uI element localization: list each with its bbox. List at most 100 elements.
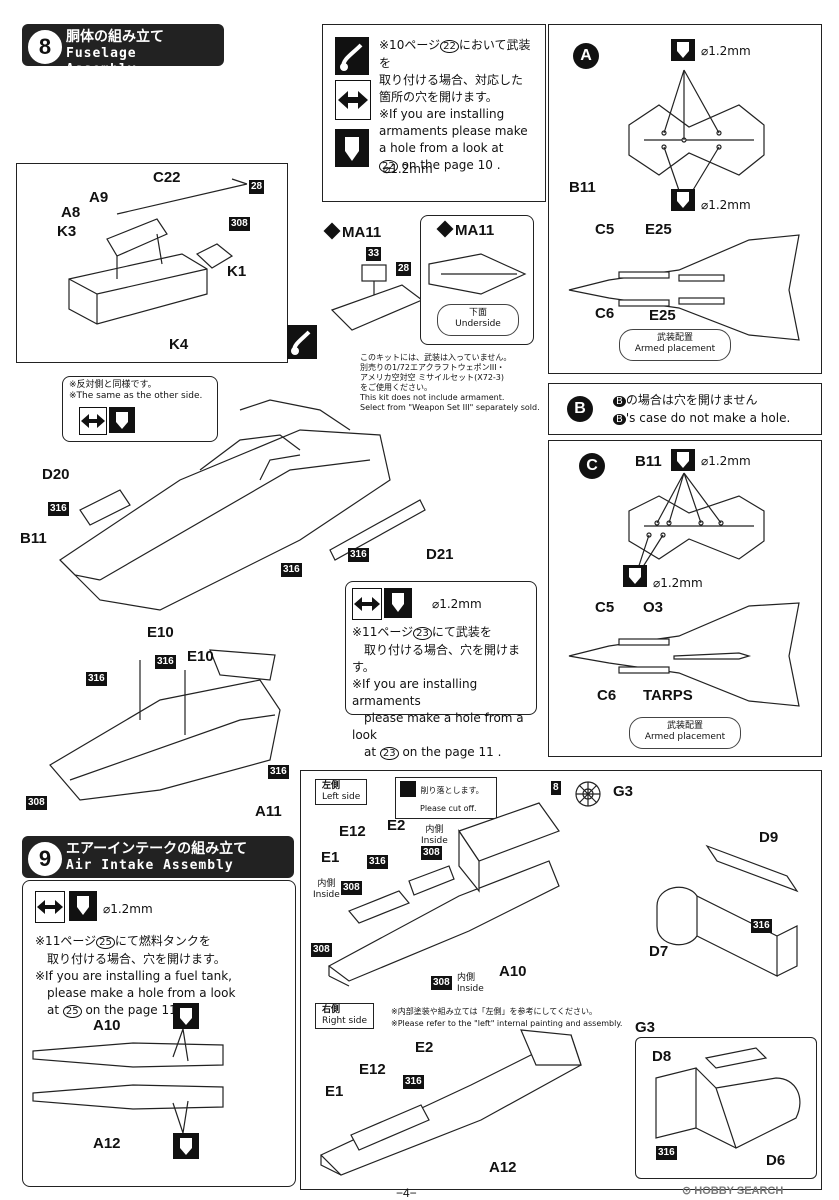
panel-c-o3: O3	[643, 599, 664, 616]
right-a12: A12	[489, 1159, 517, 1176]
panel-c: C B11 ⌀1.2mm ⌀1.2mm C5 O3 C6 TARPS 武装配置 …	[548, 440, 822, 757]
left-code-316-a: 316	[367, 855, 388, 869]
mid-note-ref: 23	[413, 627, 432, 640]
step9-number: 9	[28, 842, 62, 876]
left-code-308-a: 308	[421, 846, 442, 860]
panel-b-letter: B	[567, 396, 593, 422]
panel-c-drill-top-icon	[671, 449, 695, 471]
panel-c-c5: C5	[595, 599, 615, 616]
part-k3: K3	[57, 223, 77, 240]
part-d20: D20	[42, 466, 70, 483]
d8-d6-drawing	[655, 1047, 801, 1149]
same-side-jp: ※反対側と同様です。	[69, 380, 157, 390]
step9-note-en2: please make a hole from a look	[47, 986, 236, 1000]
ma11-code-33: 33	[366, 247, 382, 261]
left-inside-2-jp: 内側	[317, 879, 336, 889]
right-side-jp: 右側	[322, 1005, 341, 1015]
panel-c-drill-top: ⌀1.2mm	[701, 454, 751, 468]
step9-title-jp: エアーインテークの組み立て	[66, 841, 248, 857]
paint-316-f: 316	[268, 765, 289, 779]
ma11-code-28: 28	[396, 262, 412, 276]
paint-marker-callout-icon	[287, 325, 317, 359]
right-side-note-en: ※Please refer to the "left" internal pai…	[391, 1019, 623, 1028]
panel-c-placement-en: Armed placement	[644, 732, 726, 742]
step9-note-en3: at	[47, 1003, 60, 1017]
part-b11: B11	[20, 530, 47, 547]
same-side-note: ※反対側と同様です。 ※The same as the other side.	[62, 376, 218, 442]
left-inside-2: 内側 Inside	[313, 879, 340, 901]
step9-note-en-ref: 25	[62, 1005, 82, 1018]
cut-off-icon	[400, 780, 416, 797]
panel-c-tarps: TARPS	[643, 687, 693, 704]
left-d7: D7	[649, 943, 669, 960]
step8-title-en: Fuselage Assembly	[66, 46, 137, 77]
left-inside-3-en: Inside	[457, 984, 484, 994]
drill-arrows-icon-mid	[352, 588, 382, 620]
armament-jp4: をご使用ください。	[360, 383, 432, 392]
subassembly-drawing	[68, 178, 248, 325]
part-d21: D21	[426, 546, 454, 563]
intake-detail-box: 左側 Left side 削り落とします。 Please cut off. 8 …	[300, 770, 822, 1190]
ma11-label-right: MA11	[436, 220, 494, 239]
step8-header: 8 胴体の組み立て Fuselage Assembly	[22, 24, 224, 77]
part-k4: K4	[169, 336, 189, 353]
left-side-en: Left side	[322, 792, 361, 802]
paint-316-c: 316	[281, 563, 302, 577]
step8-number: 8	[28, 30, 62, 64]
paint-316-e: 316	[86, 672, 107, 686]
panel-a-drill-bottom: ⌀1.2mm	[701, 198, 751, 212]
left-d9: D9	[759, 829, 779, 846]
subassembly-box: C22 28 308 A9 A8 K3 K1 K4	[16, 163, 288, 363]
panel-b-inline-letter-2: B	[613, 414, 626, 425]
mid-note-jp1b: にて武装を	[431, 625, 492, 639]
d9-d7-drawing	[656, 844, 799, 977]
paint-marker-icon	[335, 37, 369, 75]
panel-c-plan-drawing	[628, 472, 765, 582]
paint-316-a: 316	[48, 502, 69, 516]
g3-gear-icon	[575, 781, 601, 807]
part-a9: A9	[89, 189, 109, 206]
top-note-jp2: 取り付ける場合、対応した	[379, 73, 524, 87]
panel-b-jp: の場合は穴を開けません	[625, 393, 758, 407]
step9-drill-bit-icon-a12	[173, 1133, 199, 1159]
step9-drill-arrows-icon	[35, 891, 65, 923]
left-inside-1-jp: 内側	[425, 825, 444, 835]
underside-pill: 下面 Underside	[437, 304, 519, 336]
panel-c-c6: C6	[597, 687, 617, 704]
panel-a-drill-top: ⌀1.2mm	[701, 44, 751, 58]
paint-316-b: 316	[348, 548, 369, 562]
step9-header: 9 エアーインテークの組み立て Air Intake Assembly	[22, 836, 294, 878]
part-a11: A11	[255, 803, 282, 820]
panel-c-placement-pill: 武装配置 Armed placement	[629, 717, 741, 749]
step9-note-ref: 25	[96, 936, 115, 949]
top-note-en1: ※If you are installing	[379, 107, 505, 121]
panel-c-letter: C	[579, 453, 605, 479]
step9-note-jp2: 取り付ける場合、穴を開けます。	[47, 952, 226, 966]
part-e10-b: E10	[187, 648, 214, 665]
top-note-jp1: ※10ページ	[379, 38, 441, 52]
left-code-316-b: 316	[751, 919, 772, 933]
watermark-text: HOBBY SEARCH	[694, 1185, 784, 1197]
lower-fuselage-drawing	[49, 649, 281, 801]
panel-a-armed-drawing	[568, 234, 800, 341]
armament-note: このキットには、武装は入っていません。 別売りの1/72エアクラフトウェポンII…	[360, 353, 540, 413]
right-side-label: 右側 Right side	[315, 1003, 374, 1029]
cut-off-note: 削り落とします。 Please cut off.	[395, 777, 497, 819]
cut-off-jp: 削り落とします。	[420, 786, 484, 795]
panel-b-en: 's case do not make a hole.	[625, 411, 791, 425]
part-a8: A8	[61, 204, 81, 221]
left-side-drawing	[327, 802, 560, 987]
panel-a-c5: C5	[595, 221, 615, 238]
right-side-drawing	[319, 1029, 582, 1176]
drill-bit-icon	[335, 129, 369, 167]
step9-note-jp1b: にて燃料タンクを	[114, 934, 211, 948]
step9-note-jp1: ※11ページ	[35, 934, 97, 948]
panel-a-drill-top-icon	[671, 39, 695, 61]
drill-bit-icon-small	[109, 407, 135, 433]
ma11-drawing	[330, 264, 424, 331]
top-note-ref: 22	[440, 40, 459, 53]
step9-note-en1: ※If you are installing a fuel tank,	[35, 969, 232, 983]
